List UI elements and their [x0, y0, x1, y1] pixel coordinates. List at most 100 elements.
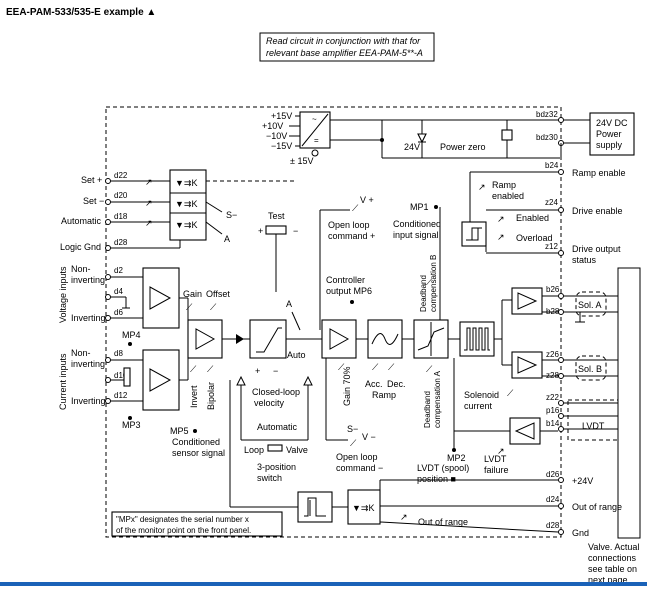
mp2-dot — [452, 448, 456, 452]
pin-z28 — [558, 373, 564, 379]
lvdt-amp-icon — [514, 422, 535, 440]
current-inverting: Inverting — [71, 396, 106, 406]
note-line-1: Read circuit in conjunction with that fo… — [266, 36, 421, 46]
sol-a-label: Sol. A — [578, 300, 602, 310]
terminal-b24: b24 — [545, 161, 559, 170]
label-current-inputs: Current inputs — [58, 353, 68, 410]
terminal-d22: d22 — [114, 171, 128, 180]
window-comparator-block — [297, 491, 333, 523]
schmitt-icon-2 — [468, 228, 479, 241]
auto-switch-icon[interactable] — [291, 311, 301, 331]
bipolar-switch-icon[interactable]: ⟋ — [207, 364, 214, 374]
pin-d24 — [558, 503, 564, 509]
power-supply-box — [589, 112, 635, 156]
pm15-label: ± 15V — [290, 156, 313, 166]
drive-enable-label: Drive enable — [572, 206, 623, 216]
pm15-indicator-icon — [311, 149, 319, 157]
dec-pot-icon[interactable]: ⟋ — [388, 362, 395, 372]
led-automatic-icon: ↗ — [145, 218, 153, 228]
gain-pot-icon[interactable]: ⟋ — [186, 302, 193, 312]
out-of-range-label: Out of range — [572, 502, 622, 512]
test-label: Test — [268, 211, 285, 221]
mp5-desc-2: sensor signal — [172, 448, 225, 458]
v-plus-label: V + — [360, 195, 374, 205]
db-a-pot-icon[interactable]: ⟋ — [426, 364, 433, 374]
terminal-d24: d24 — [546, 495, 560, 504]
mp3-dot — [128, 416, 132, 420]
output-opto-block — [347, 489, 381, 525]
lvdt-box — [567, 399, 619, 441]
pin-z24 — [558, 207, 564, 213]
opto-1-icon: ▼⇉K — [175, 178, 197, 188]
s-minus2-label: S− — [347, 424, 358, 434]
db-b-label-2: compensation B — [429, 255, 438, 312]
converter-tilde: ~ — [312, 115, 317, 124]
voltage-inverting: Inverting — [71, 313, 106, 323]
terminal-d28: d28 — [546, 521, 560, 530]
v-minus15: −15V — [271, 141, 292, 151]
label-voltage-inputs: Voltage inputs — [58, 266, 68, 323]
closed-loop-plus: + — [255, 366, 260, 376]
pin-d2 — [105, 274, 111, 280]
offset-pot-icon[interactable]: ⟋ — [210, 302, 217, 312]
arrow-icon — [236, 334, 244, 344]
mp5-dot — [193, 429, 197, 433]
switch-label-1: 3-position — [257, 462, 296, 472]
valve-note-1: Valve. Actual — [588, 542, 639, 552]
pin-b28 — [558, 309, 564, 315]
acc-pot-icon[interactable]: ⟋ — [372, 362, 379, 372]
open-loop-minus-2: command − — [336, 463, 383, 473]
invert-switch-icon[interactable]: ⟋ — [190, 364, 197, 374]
voltage-noninv-2: inverting — [71, 275, 105, 285]
terminal-p16: p16 — [546, 406, 560, 415]
terminal-z24: z24 — [545, 198, 558, 207]
db-a-label-2: compensation A — [433, 370, 442, 428]
window-comparator-icon — [304, 497, 326, 517]
lvdt-label: LVDT — [582, 421, 605, 431]
feedback-arrow-2-icon — [303, 375, 313, 386]
voltage-amp-block — [142, 267, 180, 329]
closed-loop-label-2: velocity — [254, 398, 285, 408]
terminal-d10: d10 — [114, 371, 128, 380]
terminal-d6: d6 — [114, 308, 123, 317]
solenoid-current-pot-icon[interactable]: ⟋ — [507, 388, 514, 398]
current-noninv-1: Non- — [71, 348, 91, 358]
terminal-bdz32: bdz32 — [536, 110, 558, 119]
diagram-title: EEA-PAM-533/535-E example ▲ — [6, 7, 156, 18]
current-noninv-2: inverting — [71, 359, 105, 369]
invert-label: Invert — [189, 385, 199, 408]
three-pos-switch-icon[interactable] — [267, 444, 283, 452]
sminus-line — [205, 201, 223, 213]
opto-3-icon: ▼⇉K — [175, 220, 197, 230]
switch-label-2: switch — [257, 473, 282, 483]
open-loop-minus-switch-icon[interactable]: ⟋ — [350, 438, 357, 448]
mp5-label: MP5 — [170, 426, 189, 436]
sol-a-coil — [575, 291, 607, 317]
v-plus10: +10V — [262, 121, 283, 131]
pin-b14 — [558, 426, 564, 432]
limiter-curve-icon — [256, 327, 282, 353]
opto-2-icon: ▼⇉K — [175, 199, 197, 209]
label-a2: A — [286, 299, 292, 309]
open-loop-minus-1: Open loop — [336, 452, 378, 462]
current-amp-icon — [149, 368, 172, 392]
label-a: A — [224, 234, 230, 244]
schmitt-trigger-block — [461, 221, 487, 247]
open-loop-plus-switch-icon[interactable]: ⟋ — [352, 203, 359, 213]
ramp-enabled-led-icon: ↗ — [478, 182, 486, 192]
test-pot-icon[interactable] — [265, 225, 287, 235]
pin-d4 — [105, 294, 111, 300]
pin-z12 — [558, 250, 564, 256]
card-outline — [105, 106, 562, 538]
mp6-dot — [350, 300, 354, 304]
test-plus: + — [258, 226, 263, 236]
gain70-pot-icon[interactable]: ⟋ — [338, 362, 345, 372]
solenoid-current-2: current — [464, 401, 493, 411]
db-b-pot-icon[interactable]: ⟋ — [426, 277, 433, 287]
feedback-arrow-1-icon — [236, 375, 246, 386]
pin-b24 — [558, 169, 564, 175]
note-line-2: relevant base amplifier EEA-PAM-5**-A — [266, 48, 423, 58]
mp2-desc-2: position ■ — [417, 474, 456, 484]
offset-label: Offset — [206, 289, 230, 299]
